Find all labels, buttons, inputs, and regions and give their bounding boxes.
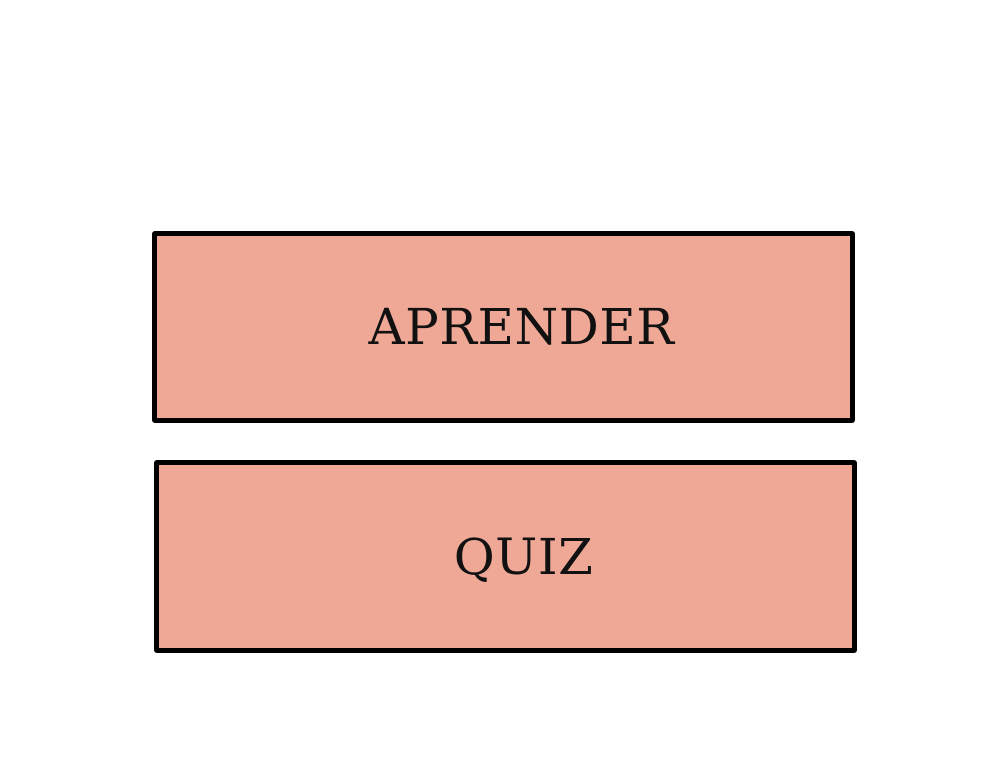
quiz-button-label: QUIZ: [453, 527, 594, 586]
learn-button[interactable]: APRENDER: [152, 231, 855, 423]
learn-button-label: APRENDER: [368, 298, 675, 356]
quiz-button[interactable]: QUIZ: [154, 460, 857, 653]
